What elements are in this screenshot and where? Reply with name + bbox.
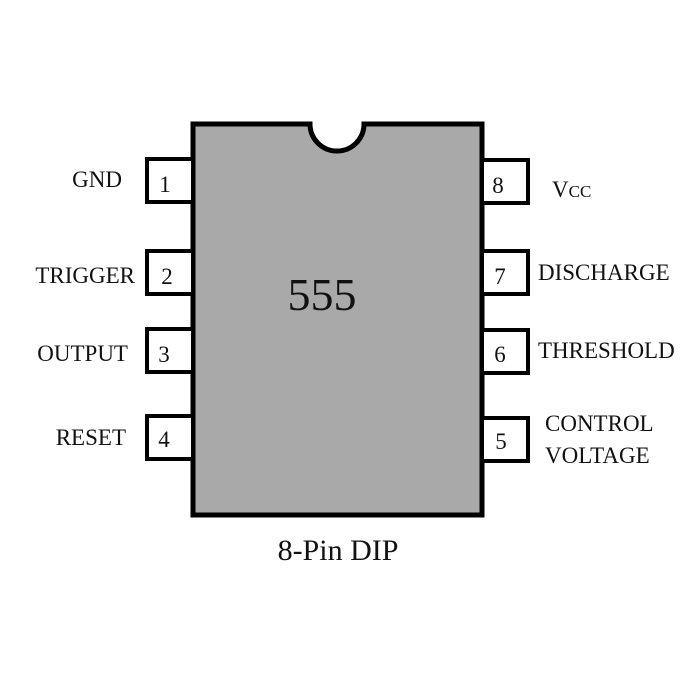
pin-2: 2 TRIGGER [35, 249, 195, 296]
pin-1: 1 GND [72, 157, 195, 204]
pin-8-label: VCC [552, 177, 591, 202]
pin-3-number: 3 [158, 342, 170, 367]
pin-5-box [480, 416, 530, 463]
chip-body [190, 121, 485, 518]
pin-8-label-main: V [552, 177, 569, 202]
pin-3-box [145, 327, 195, 374]
pin-1-number: 1 [159, 172, 171, 197]
pin-1-box [145, 157, 195, 204]
package-label: 8-Pin DIP [278, 534, 399, 567]
pin-5-number: 5 [495, 429, 507, 454]
pin-1-label: GND [72, 167, 122, 192]
pin-2-box [145, 249, 195, 296]
chip-name: 555 [288, 269, 357, 320]
pin-6: 6 THRESHOLD [480, 328, 675, 375]
pin-5-label-line1: CONTROL [545, 411, 654, 436]
pin-3: 3 OUTPUT [37, 327, 195, 374]
pin-7-label: DISCHARGE [538, 260, 670, 285]
pin-4: 4 RESET [56, 414, 195, 461]
pin-5-label-line2: VOLTAGE [545, 443, 650, 468]
pin-6-box [480, 328, 530, 375]
pin-7-box [480, 249, 530, 296]
pin-4-label: RESET [56, 425, 126, 450]
pin-8-box [480, 158, 530, 205]
pin-6-label: THRESHOLD [538, 338, 675, 363]
pin-7-number: 7 [494, 264, 506, 289]
pin-7: 7 DISCHARGE [480, 249, 670, 296]
pin-8: 8 VCC [480, 158, 591, 205]
pin-5: 5 CONTROL VOLTAGE [480, 411, 654, 468]
pin-2-label: TRIGGER [35, 263, 135, 288]
pin-8-number: 8 [492, 173, 504, 198]
pin-8-label-sub: CC [569, 182, 592, 201]
pin-4-number: 4 [158, 427, 170, 452]
pin-4-box [145, 414, 195, 461]
pin-6-number: 6 [494, 342, 506, 367]
pin-2-number: 2 [161, 264, 173, 289]
pin-3-label: OUTPUT [37, 341, 128, 366]
